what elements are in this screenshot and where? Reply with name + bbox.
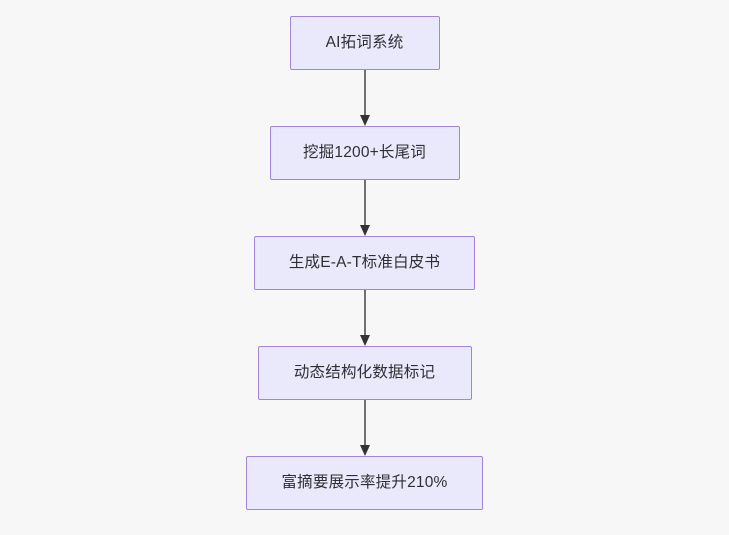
flow-node-column: AI拓词系统 挖掘1200+长尾词 生成E-A-T标准白皮书 动态结构化数据标记: [0, 16, 729, 510]
flow-node-label: 挖掘1200+长尾词: [302, 144, 427, 162]
flow-edge-n1-n2: [359, 70, 370, 126]
down-arrow-icon: [359, 335, 370, 346]
down-arrow-icon: [359, 115, 370, 126]
flow-node-n5[interactable]: 富摘要展示率提升210%: [246, 456, 483, 510]
flow-node-n3[interactable]: 生成E-A-T标准白皮书: [254, 236, 475, 290]
flow-node-label: 富摘要展示率提升210%: [281, 474, 448, 492]
flow-edge-n2-n3: [359, 180, 370, 236]
flow-edge-n3-n4: [359, 290, 370, 346]
flow-node-label: AI拓词系统: [325, 34, 404, 52]
down-arrow-icon: [359, 225, 370, 236]
flow-node-n1[interactable]: AI拓词系统: [289, 16, 440, 70]
flow-node-label: 生成E-A-T标准白皮书: [288, 254, 441, 272]
flow-node-label: 动态结构化数据标记: [293, 364, 436, 382]
flow-edge-n4-n5: [359, 400, 370, 456]
flow-node-n2[interactable]: 挖掘1200+长尾词: [269, 126, 460, 180]
down-arrow-icon: [359, 445, 370, 456]
flow-node-n4[interactable]: 动态结构化数据标记: [257, 346, 472, 400]
